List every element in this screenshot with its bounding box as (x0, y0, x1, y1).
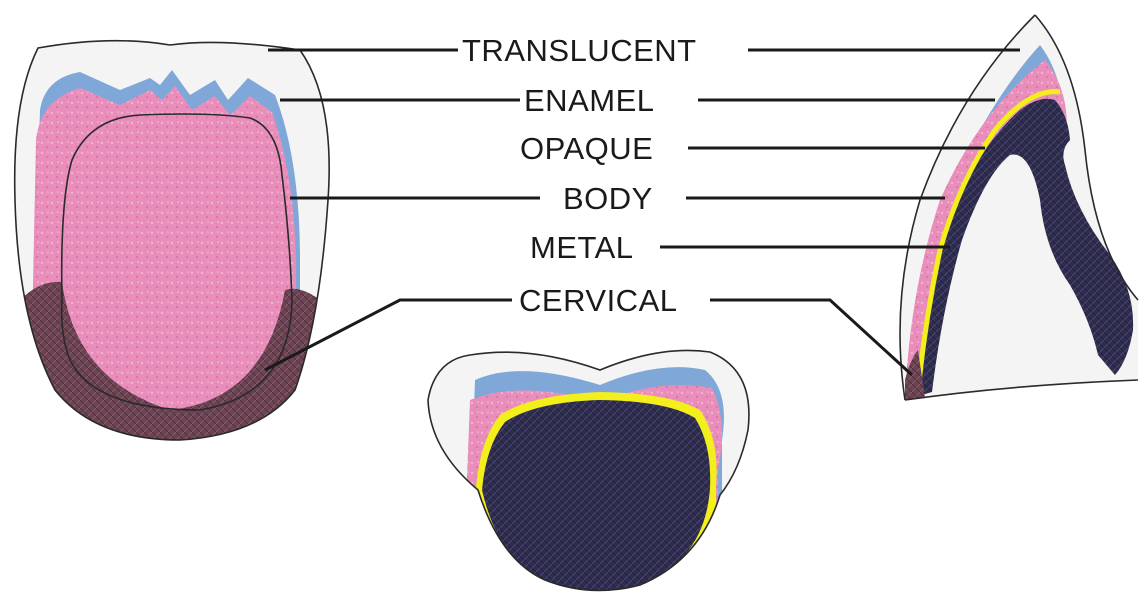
leader-cervical-right (710, 300, 912, 375)
label-opaque: OPAQUE (520, 131, 653, 166)
label-enamel: ENAMEL (524, 83, 654, 118)
label-translucent: TRANSLUCENT (462, 33, 697, 68)
label-body: BODY (563, 181, 653, 216)
bottom-metal-layer (482, 400, 710, 590)
lateral-view-crown (900, 15, 1138, 400)
label-cervical: CERVICAL (519, 283, 678, 318)
facial-view-crown (15, 41, 329, 450)
cross-section-crown (428, 350, 749, 590)
label-metal: METAL (530, 230, 634, 265)
layer-labels: TRANSLUCENT ENAMEL OPAQUE BODY METAL CER… (462, 33, 697, 318)
